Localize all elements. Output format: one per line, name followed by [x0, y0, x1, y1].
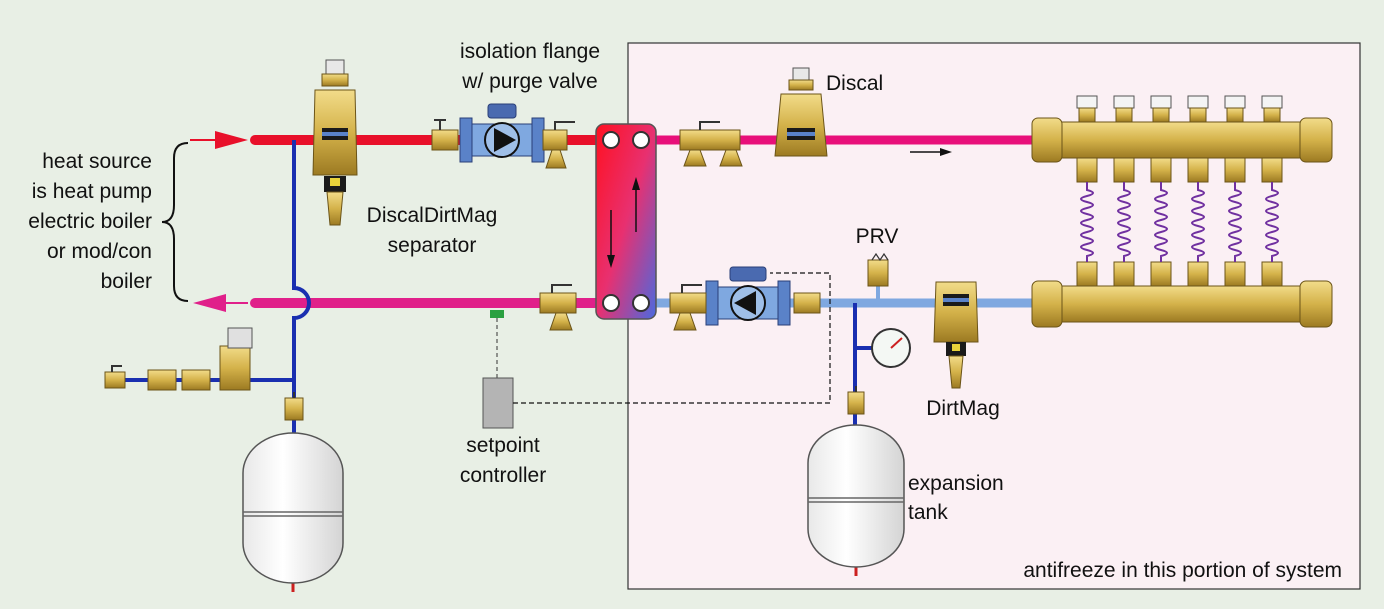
loop-supply-port: [1113, 157, 1135, 183]
loop-return-port: [1076, 261, 1098, 287]
loop-actuator-body: [1189, 107, 1207, 123]
dirtmag-separator: [933, 281, 979, 389]
manifold-loops: [1076, 95, 1283, 287]
loop-supply-port: [1261, 157, 1283, 183]
temperature-sensor: [490, 310, 504, 318]
loop-actuator-cap: [1076, 95, 1098, 109]
loop-actuator-body: [1152, 107, 1170, 123]
flow-arrows: [190, 131, 952, 312]
secondary-pump: [705, 266, 821, 326]
secondary-pump-direction-icon: [734, 291, 756, 315]
loop-tubing: [1228, 182, 1242, 262]
hx-down-arrow-icon: [607, 255, 615, 268]
antifreeze-label: antifreeze in this portion of system: [1023, 559, 1342, 582]
loop-actuator-body: [1115, 107, 1133, 123]
discal-separator: [774, 67, 828, 157]
heat-exchanger: [595, 123, 657, 320]
heat-source-label-line2: is heat pump: [32, 180, 152, 203]
heat-source-label-line4: or mod/con: [47, 240, 152, 263]
loop-actuator-cap: [1261, 95, 1283, 109]
setpoint-label-line2: controller: [460, 464, 546, 487]
valves: [104, 129, 889, 421]
loop-supply-port: [1150, 157, 1172, 183]
loop-tubing: [1191, 182, 1205, 262]
loop-tubing: [1265, 182, 1279, 262]
expansion-tank-label-line2: tank: [908, 501, 948, 524]
expansion-tank-label-line1: expansion: [908, 472, 1004, 495]
return-manifold: [1031, 280, 1333, 328]
discaldirtmag-separator: [312, 59, 358, 226]
heat-source-label-line5: boiler: [101, 270, 152, 293]
loop-return-port: [1150, 261, 1172, 287]
pressure-gauge: [871, 328, 911, 368]
loop-tubing: [1154, 182, 1168, 262]
heat-source-label-line1: heat source: [42, 150, 152, 173]
loop-actuator-cap: [1150, 95, 1172, 109]
prv-label: PRV: [856, 225, 899, 248]
loop-tubing: [1117, 182, 1131, 262]
loop-actuator-body: [1078, 107, 1096, 123]
left-expansion-tank: [242, 432, 344, 584]
return-arrow-icon: [193, 294, 226, 312]
makeup-water-pipe: [255, 140, 311, 382]
loop-return-port: [1261, 261, 1283, 287]
hx-up-arrow-icon: [632, 177, 640, 190]
secondary-flow-arrow-icon: [940, 148, 952, 156]
primary-pump-direction-icon: [494, 128, 516, 152]
loop-actuator-body: [1263, 107, 1281, 123]
loop-actuator-cap: [1187, 95, 1209, 109]
loop-return-port: [1224, 261, 1246, 287]
discal-label: Discal: [826, 72, 883, 95]
isolation-flange-label-line2: w/ purge valve: [461, 70, 597, 93]
dirtmag-label: DirtMag: [926, 397, 1000, 420]
labels: heat source is heat pump electric boiler…: [28, 40, 1342, 582]
heat-source-brace: [161, 142, 189, 302]
loop-supply-port: [1076, 157, 1098, 183]
supply-manifold: [1031, 117, 1333, 163]
loop-tubing: [1080, 182, 1094, 262]
loop-actuator-cap: [1224, 95, 1246, 109]
loop-return-port: [1113, 261, 1135, 287]
manifold: [1031, 95, 1333, 328]
setpoint-controller: [482, 377, 514, 429]
valve-handles: [111, 121, 857, 398]
discaldirtmag-label-line1: DiscalDirtMag: [367, 204, 498, 227]
control-wire: [513, 272, 831, 404]
loop-supply-port: [1224, 157, 1246, 183]
loop-return-port: [1187, 261, 1209, 287]
right-expansion-tank: [807, 424, 905, 568]
supply-arrow-icon: [215, 131, 248, 149]
loop-actuator-body: [1226, 107, 1244, 123]
prv-spring: [871, 252, 889, 262]
isolation-flange-label-line1: isolation flange: [460, 40, 600, 63]
heat-source-label-line3: electric boiler: [28, 210, 152, 233]
setpoint-label-line1: setpoint: [466, 434, 540, 457]
loop-actuator-cap: [1113, 95, 1135, 109]
loop-supply-port: [1187, 157, 1209, 183]
primary-pump: [431, 103, 545, 163]
discaldirtmag-label-line2: separator: [388, 234, 477, 257]
